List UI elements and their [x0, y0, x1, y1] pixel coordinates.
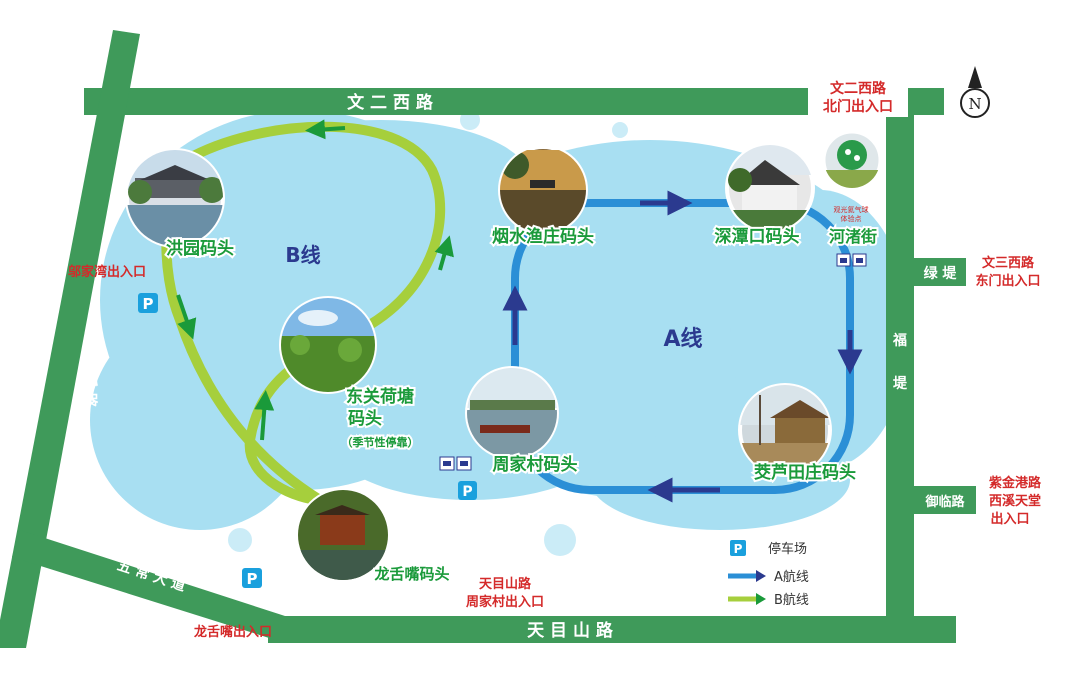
parking-icon[interactable]: P	[242, 568, 262, 588]
b-line-arrows	[176, 119, 454, 441]
cafe-icon	[439, 456, 472, 471]
pier-label-dongguan-1: 东关荷塘	[346, 386, 414, 407]
legend-a-line-label: A航线	[774, 569, 809, 585]
road-wen-er-xi	[84, 88, 944, 115]
exit-southwest: 龙舌嘴出入口	[194, 624, 272, 640]
a-line-arrows	[502, 190, 863, 503]
exit-west: 邬家湾出入口	[68, 264, 146, 280]
balloon-caption-2: 体验点	[841, 214, 862, 223]
pier-label-zhoujiacun: 周家村码头	[493, 454, 578, 475]
balloon-caption-1: 观光氦气球	[834, 205, 869, 214]
legend-b-line-label: B航线	[774, 592, 809, 608]
b-arrow-west	[176, 294, 197, 340]
pier-label-hezhu: 河渚街	[829, 227, 877, 246]
road-label-yu-lin: 御临路	[924, 494, 965, 510]
road-yu-lin	[914, 486, 976, 514]
legend-a-line: A航线	[728, 569, 809, 585]
balloon-photo[interactable]	[822, 130, 882, 190]
exit-se-gate: 出入口	[990, 511, 1029, 527]
pier-label-dongguan-note: （季节性停靠）	[342, 435, 419, 449]
road-tian-mu-shan	[268, 616, 956, 643]
legend: P 停车场 A航线 B航线	[728, 540, 809, 608]
svg-text:P: P	[247, 570, 258, 588]
svg-text:P: P	[462, 484, 472, 500]
b-arrow-center	[254, 390, 275, 441]
exit-se-road: 紫金港路	[989, 475, 1042, 491]
a-line-label: A线	[663, 326, 702, 352]
b-arrow-east	[434, 235, 454, 271]
svg-text:P: P	[143, 295, 154, 313]
pier-label-longshezui: 龙舌嘴码头	[373, 565, 449, 583]
road-label-east-ti: 堤	[893, 376, 908, 392]
road-label-south: 天 目 山 路	[527, 620, 614, 641]
pier-photo-longshezui[interactable]	[296, 488, 390, 582]
legend-parking-label: 停车场	[768, 541, 807, 557]
parking-icon[interactable]: P	[458, 481, 477, 500]
exit-north-gate: 北门出入口	[823, 98, 893, 115]
pier-label-yanshui: 烟水渔庄码头	[492, 226, 594, 247]
pier-photo-zhoujiacun[interactable]	[465, 366, 559, 460]
b-arrow-north	[305, 119, 346, 140]
road-lv-di	[914, 258, 966, 286]
exit-se-area: 西溪天堂	[989, 493, 1041, 509]
exit-east-gate: 东门出入口	[975, 273, 1040, 289]
road-network	[0, 30, 976, 648]
road-fang-xi	[0, 30, 140, 648]
road-label-east-fu: 福	[892, 332, 907, 349]
cafe-icon	[836, 253, 867, 267]
compass-icon: N	[960, 66, 990, 118]
b-line-label: B线	[285, 243, 320, 267]
road-wu-chang	[12, 530, 285, 643]
exit-north-road: 文二西路	[830, 80, 887, 97]
svg-text:P: P	[734, 542, 743, 556]
road-label-lv-di: 绿 堤	[924, 265, 958, 282]
road-label-north: 文 二 西 路	[347, 92, 434, 113]
road-label-west: 访 溪 路	[81, 352, 99, 408]
exit-south-road: 天目山路	[479, 576, 532, 592]
road-east-dike	[886, 115, 914, 616]
pier-label-dongguan-2: 码头	[348, 409, 382, 429]
pier-photo-dongguan[interactable]	[279, 296, 377, 394]
pier-label-jiaolu: 茭芦田庄码头	[754, 462, 856, 483]
legend-b-line: B航线	[728, 592, 809, 608]
svg-text:N: N	[968, 95, 981, 113]
pier-label-shentankou: 深潭口码头	[715, 226, 800, 247]
exit-east-road: 文三西路	[982, 255, 1035, 271]
legend-parking: P 停车场	[730, 540, 807, 557]
exit-south-gate: 周家村出入口	[466, 594, 544, 610]
pier-label-hongyuan: 洪园码头	[166, 238, 234, 259]
parking-icon[interactable]: P	[138, 293, 158, 313]
